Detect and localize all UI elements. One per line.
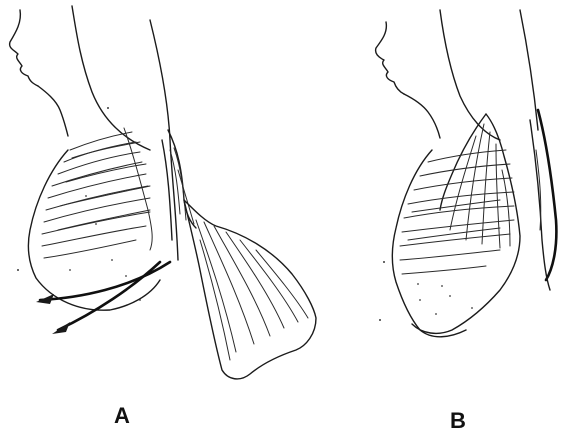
panel-a-stipple: [17, 107, 141, 301]
panel-a-arrow-tip: [52, 322, 70, 334]
panel-a-ribs: [42, 132, 150, 258]
panel-b-face-profile: [376, 22, 404, 94]
panel-b-transposed-muscle: [412, 114, 520, 333]
panel-b-shoulder-arm: [520, 10, 538, 130]
panel-a-back-neck: [72, 6, 150, 150]
panel-b-muscle-striations: [450, 124, 510, 248]
panel-a-arrow-tip-2: [36, 294, 54, 304]
panel-a-drawing: [10, 6, 316, 379]
panel-b-ribs: [400, 150, 514, 274]
panel-b-ribcage-outline: [392, 150, 466, 337]
panel-a-nerve-line: [40, 262, 170, 300]
panel-b-jaw-neck: [404, 94, 440, 138]
panel-a-shoulder-arm: [150, 20, 178, 260]
panel-a-muscle-flap: [184, 200, 316, 379]
panel-b-drawing: [376, 10, 557, 337]
panel-a-label: A: [114, 405, 130, 427]
panel-a-face-profile: [10, 10, 38, 86]
panel-a-jaw-neck: [38, 86, 68, 136]
panel-b-label: B: [450, 410, 466, 432]
